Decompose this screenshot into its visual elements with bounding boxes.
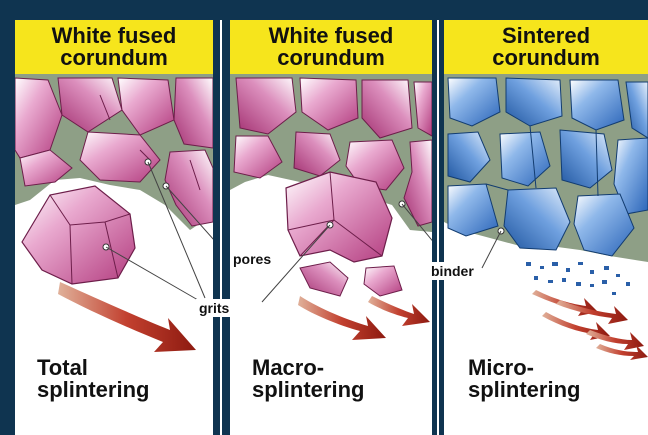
header-panel-2-text: White fused corundum xyxy=(269,25,394,69)
header-panel-3-text: Sintered corundum xyxy=(492,25,600,69)
label-pores: pores xyxy=(230,250,274,268)
caption-micro-splintering: Micro- splintering xyxy=(468,357,580,401)
header-panel-2: White fused corundum xyxy=(230,20,432,74)
header-panel-1: White fused corundum xyxy=(15,20,213,74)
header-panel-3: Sintered corundum xyxy=(444,20,648,74)
caption-total-splintering: Total splintering xyxy=(37,357,149,401)
header-panel-1-text: White fused corundum xyxy=(52,25,177,69)
label-grits: grits xyxy=(196,299,232,317)
caption-macro-splintering: Macro- splintering xyxy=(252,357,364,401)
label-binder: binder xyxy=(428,262,477,280)
